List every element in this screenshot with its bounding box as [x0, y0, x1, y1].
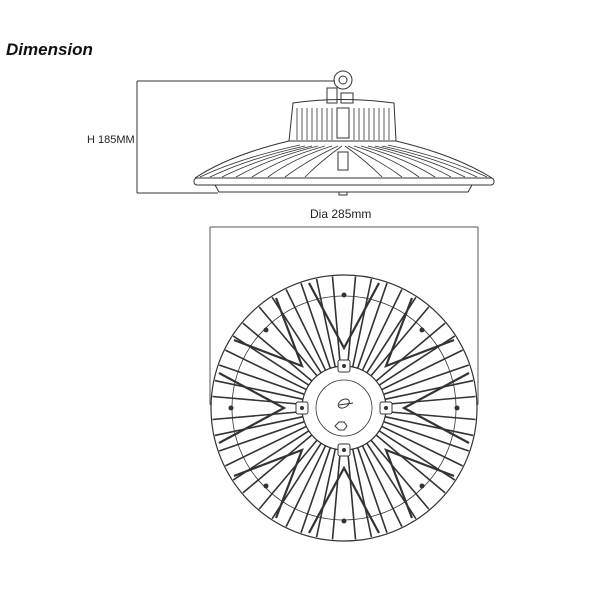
height-dimension-label: H 185MM: [87, 134, 135, 146]
diameter-dimension-label: Dia 285mm: [310, 207, 372, 221]
diameter-dimension-lines: [209, 226, 479, 405]
side-view-lamp: [193, 70, 495, 196]
height-dimension-lines: [136, 80, 335, 194]
top-view-lamp: [210, 274, 478, 542]
diagram-title: Dimension: [6, 40, 93, 59]
